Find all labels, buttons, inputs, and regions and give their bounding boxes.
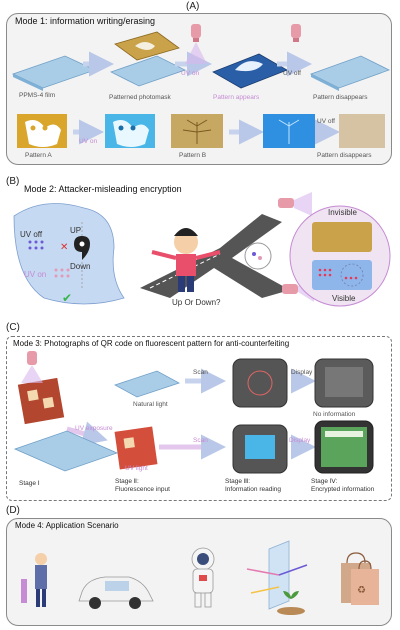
phone-scan-top-icon [232,358,288,408]
photomask-icon [109,31,187,87]
car-icon [78,576,154,609]
scan-top-caption: Scan [193,369,208,376]
film-caption: PPMS-4 film [19,92,56,99]
svg-text:♻: ♻ [357,585,366,596]
dot-grid-bottom [54,268,70,278]
uv-lamp-icon [185,24,207,64]
dot-grid-top [28,240,44,250]
mode1-panel: Mode 1: information writing/erasing [6,13,392,165]
uv-off-row2-caption: UV off [317,118,335,125]
stage2-caption: Stage Ⅱ: [115,478,139,485]
uv-exposure-caption: UV exposure [75,425,113,432]
cross-icon: ✕ [60,242,68,253]
pattern-appears-caption: Pattern appears [213,94,260,101]
pattern-appears-icon [212,53,288,89]
stage1-caption: Stage Ⅰ [19,480,40,487]
mode3-title: Mode 3: Photographs of QR code on fluore… [13,339,290,348]
pattern-b-icon [171,114,223,148]
shopping-bags-icon: ♻ [341,552,379,605]
visible-sample [312,260,372,290]
scan-bottom-caption: Scan [193,437,208,444]
mode3-panel: Mode 3: Photographs of QR code on fluore… [6,336,392,501]
phone-scan-bottom-icon [232,424,288,474]
pattern-disappears-row2-caption: Pattern disappears [317,152,372,159]
panel-c-letter: (C) [6,322,20,333]
uv-off-caption: UV off [283,70,301,77]
no-info-caption: No information [313,411,356,418]
phone-encrypted-info-icon [314,420,374,474]
mode1-title: Mode 1: information writing/erasing [15,16,156,26]
qr-sample-icon [17,377,65,425]
uv-light-caption: UV light [125,465,148,472]
mode4-illustration: ♻ [21,540,379,615]
visible-dot-pattern [318,268,358,280]
blank-film-icon [309,55,391,91]
pattern-b-erased-icon [339,114,385,148]
stage3-caption: Stage Ⅲ: [225,478,251,485]
zoom-circle [289,205,391,307]
pattern-disappears-caption: Pattern disappears [313,94,368,101]
display-top-caption: Display [291,369,313,376]
film-stage1-icon [13,430,119,472]
mode1-illustration [11,24,391,148]
pattern-a-caption: Pattern A [25,152,52,159]
location-pin-icon [74,236,90,260]
mode4-title: Mode 4: Application Scenario [15,521,119,530]
mode2-illustration: ✕ ✔ [13,192,391,307]
pattern-b-caption: Pattern B [179,152,207,159]
qr-fluorescent-icon [114,426,158,470]
pattern-b-fluorescent-icon [263,114,315,148]
stage2-desc: Fluorescence input [115,486,170,493]
stage4-desc: Encrypted information [311,486,375,493]
panel-a-letter: (A) [186,1,200,12]
invisible-sample [312,222,372,252]
pattern-a-icon [17,114,67,148]
confused-person-icon [151,228,221,292]
uv-lamp-c-icon [21,351,43,383]
astronaut-icon [191,547,215,608]
phone-no-info-icon [314,358,374,408]
uv-on-caption: UV on [181,70,200,77]
magnifier-icon [244,242,272,270]
stage4-caption: Stage Ⅳ: [311,478,338,485]
ppms-film-icon [11,55,97,91]
uv-lamp-top-icon [278,192,312,216]
panel-b-letter: (B) [6,176,20,187]
optical-panel-icon [246,540,308,615]
invisible-label: Invisible [328,208,357,217]
natural-light-caption: Natural light [133,401,168,408]
mode4-panel: Mode 4: Application Scenario [6,518,392,626]
question-label: Up Or Down? [172,298,221,307]
panel-d-letter: (D) [6,505,20,516]
pattern-a-fluorescent-icon [105,114,155,148]
uv-off-label: UV off [20,230,43,239]
film-natural-icon [114,370,180,398]
uv-lamp-off-icon [291,24,301,42]
up-label: UP [70,226,82,235]
down-label: Down [70,262,91,271]
map-region [13,203,125,305]
person-device-icon [21,553,47,607]
mode2-title: Mode 2: Attacker-misleading encryption [24,184,182,194]
photomask-caption: Patterned photomask [109,94,171,101]
display-bottom-caption: Display [289,437,311,444]
uv-on-label: UV on [24,270,47,279]
check-icon: ✔ [62,291,72,305]
visible-label: Visible [332,294,356,303]
mode3-illustration [13,351,374,474]
stage3-desc: Information reading [225,486,282,493]
mode2-section: Mode 2: Attacker-misleading encryption ✕… [0,178,400,313]
uv-on-row2-caption: UV on [79,138,98,145]
